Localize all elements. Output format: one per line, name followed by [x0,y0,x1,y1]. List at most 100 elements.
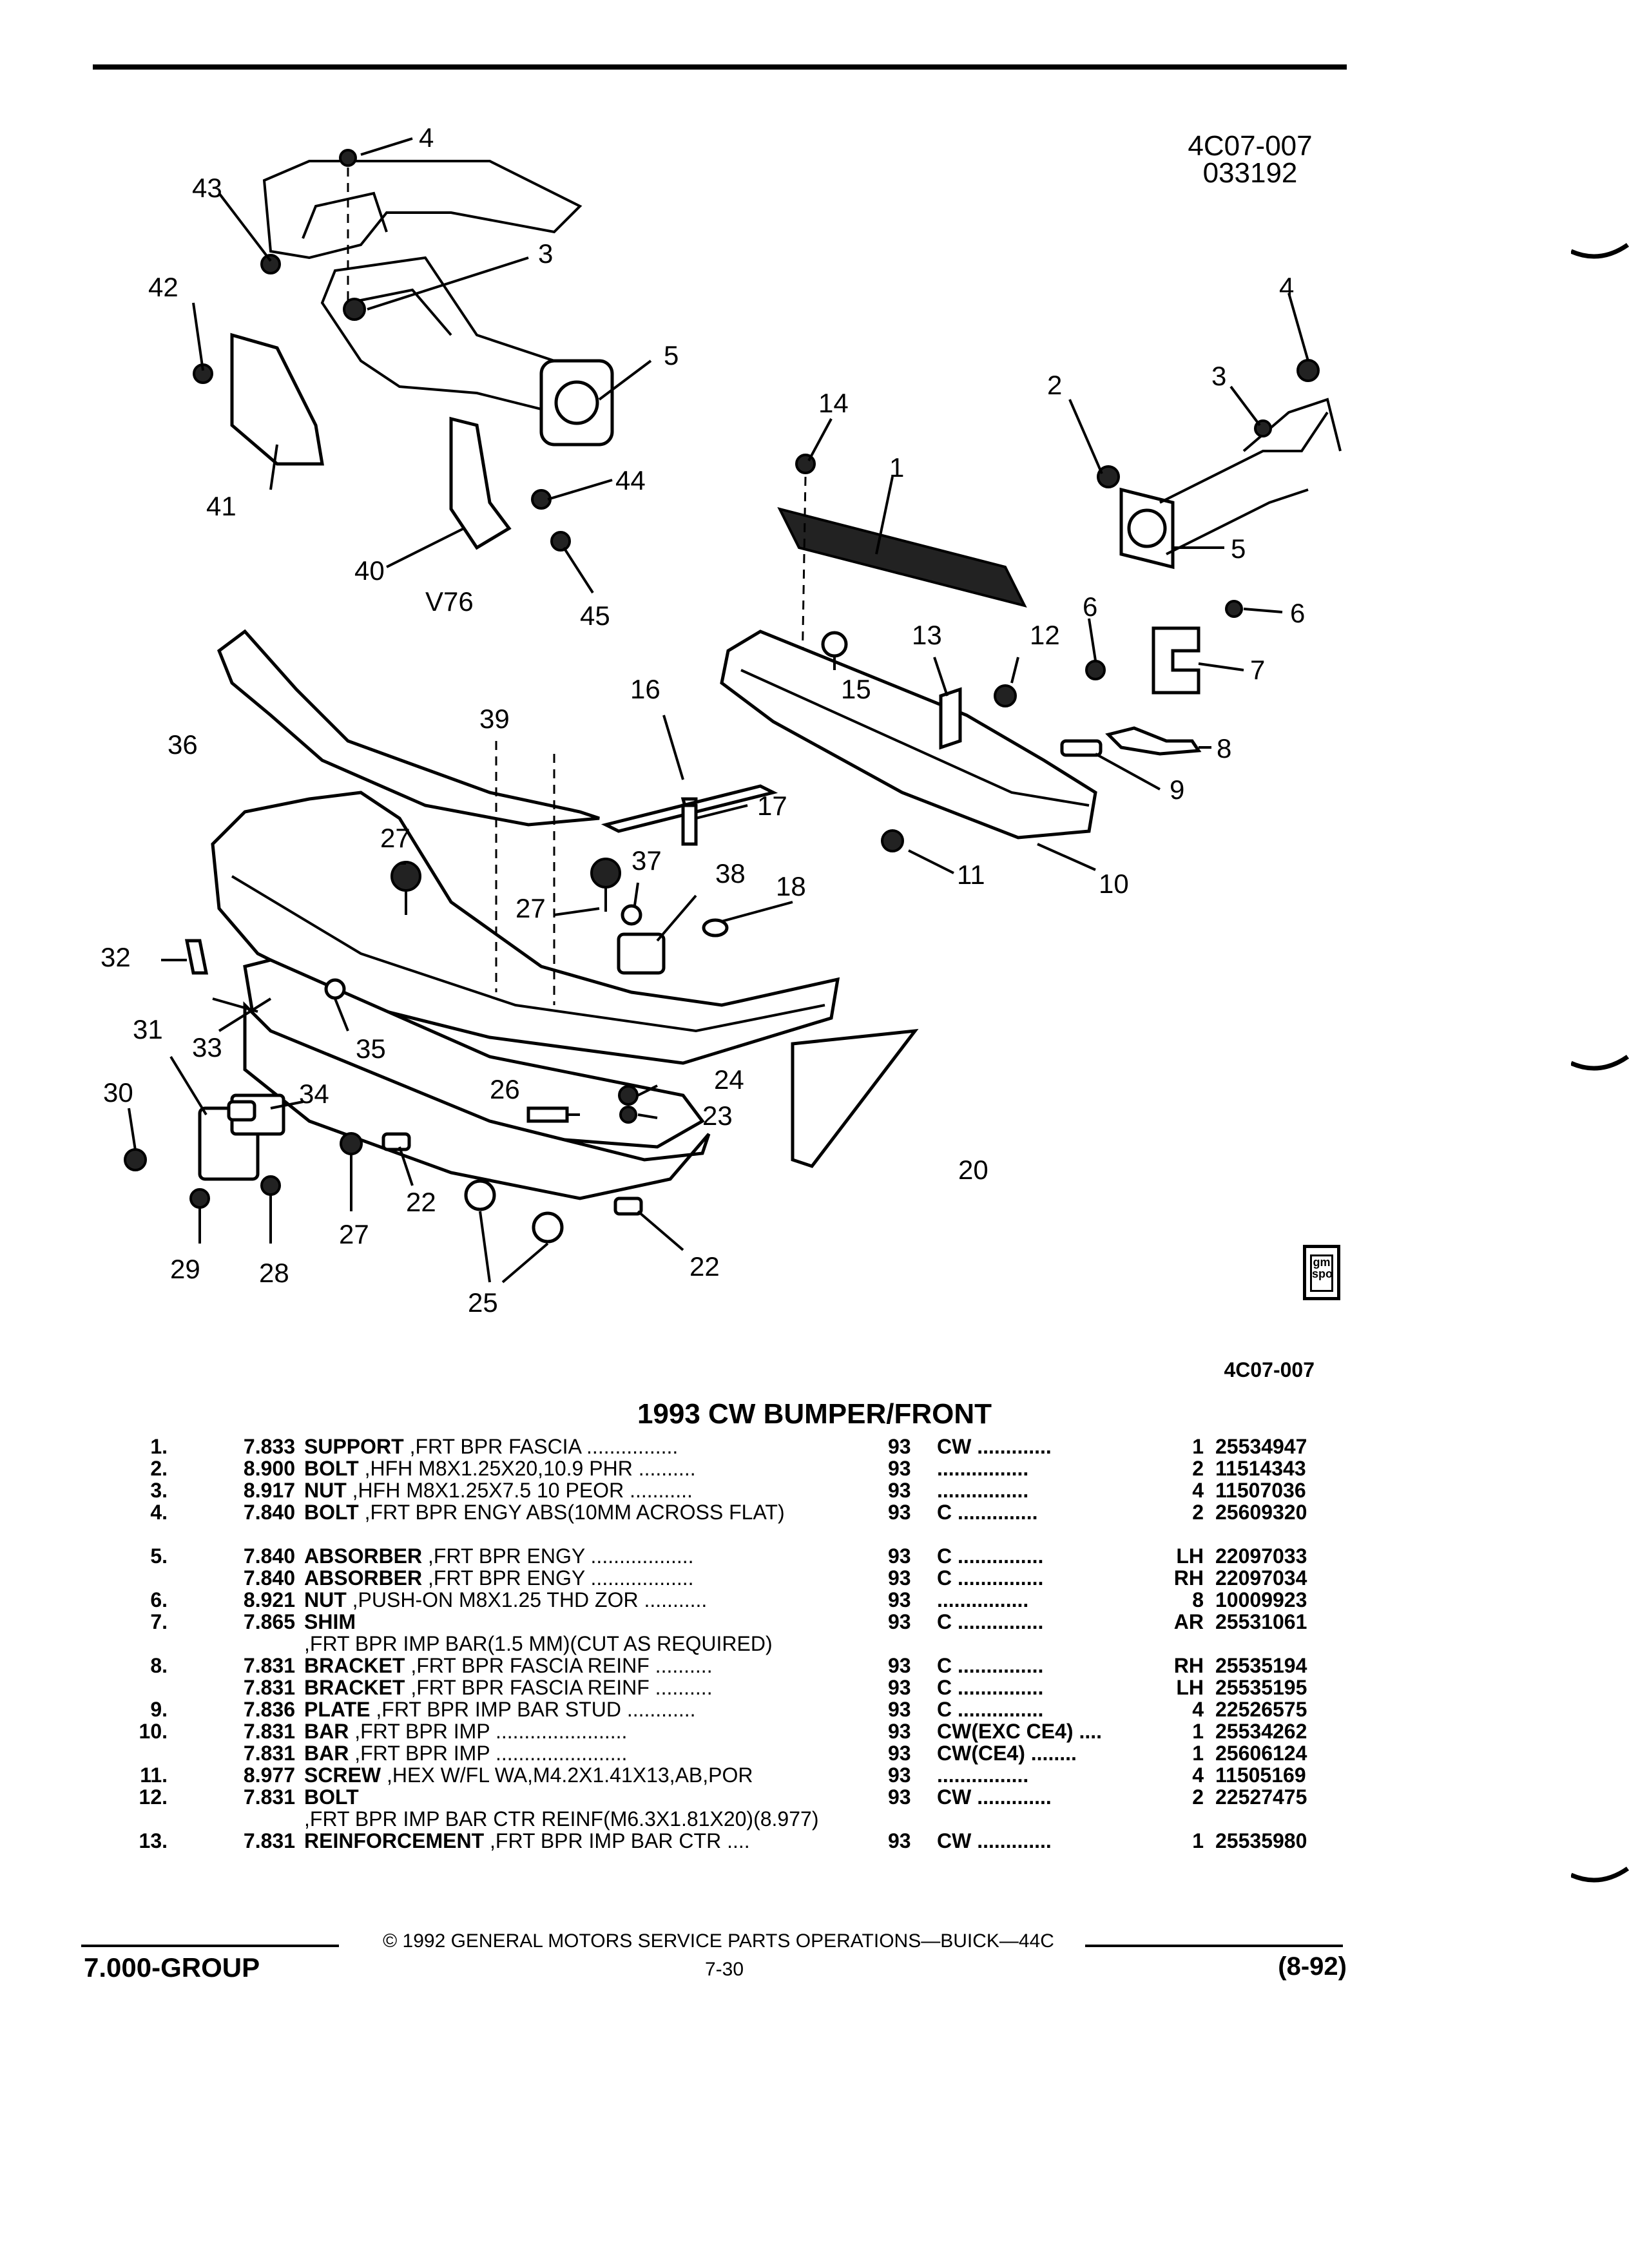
callout: 17 [757,791,787,821]
quantity: 4 [1192,1479,1204,1502]
part-description: BAR ,FRT BPR IMP ....................... [304,1742,628,1765]
callout-labels: 4 43 42 3 5 41 40 44 45 V76 14 1 2 3 4 5… [101,122,1305,1318]
model-year: 93 [888,1829,911,1852]
callout: 3 [1211,361,1226,391]
parts-row: 3. 8.917 NUT ,HFH M8X1.25X7.5 10 PEOR ..… [0,1479,1629,1501]
item-number: 7. [150,1610,168,1633]
part-description: REINFORCEMENT ,FRT BPR IMP BAR CTR .... [304,1829,750,1852]
model-code: C .............. [937,1501,1038,1524]
callout: V76 [425,586,474,617]
part-description: ABSORBER ,FRT BPR ENGY .................… [304,1566,694,1590]
callout: 27 [339,1219,369,1249]
callout: 35 [356,1033,386,1064]
callout: 5 [664,340,679,370]
parts-row: 2. 8.900 BOLT ,HFH M8X1.25X20,10.9 PHR .… [0,1457,1629,1479]
item-number: 13. [139,1829,168,1852]
model-year: 93 [888,1610,911,1633]
callout: 1 [889,452,904,483]
callout: 2 [1047,370,1062,400]
fascia-support [777,454,1027,671]
exploded-parts-diagram: 4 43 42 3 5 41 40 44 45 V76 14 1 2 3 4 5… [101,122,1342,1318]
part-number: 11505169 [1215,1763,1306,1787]
model-code: ................ [937,1479,1029,1502]
revision-date: (8-92) [1278,1952,1347,1981]
callout: 4 [419,122,434,153]
model-year: 93 [888,1720,911,1743]
item-number: 11. [140,1763,168,1787]
parts-row: 4. 7.840 BOLT ,FRT BPR ENGY ABS(10MM ACR… [0,1501,1629,1545]
callout: 38 [715,858,746,889]
small-hardware-right [680,600,1243,820]
group-number: 7.840 [243,1501,295,1524]
model-code: C ............... [937,1566,1044,1590]
callout: 7 [1250,655,1265,685]
quantity: LH [1176,1676,1204,1699]
quantity: 4 [1192,1698,1204,1721]
binder-tick-mark [1571,1055,1629,1071]
gm-spo-logo: gm spo [1303,1245,1340,1300]
model-code: C ............... [937,1676,1044,1699]
parts-row: 1. 7.833 SUPPORT ,FRT BPR FASCIA .......… [0,1436,1629,1457]
callout: 25 [468,1287,498,1318]
model-code: CW ............. [937,1785,1052,1809]
model-year: 93 [888,1544,911,1568]
callout: 12 [1030,620,1060,650]
illustration-date: 033192 [1202,157,1298,189]
callout: 33 [192,1032,222,1062]
item-number: 1. [150,1435,168,1458]
callout: 6 [1290,598,1305,628]
quantity: 2 [1192,1501,1204,1524]
part-number: 25606124 [1215,1742,1307,1765]
item-number: 5. [150,1544,168,1568]
callout: 11 [957,860,985,890]
callout: 26 [490,1074,520,1104]
callout: 34 [299,1079,329,1109]
quantity: 1 [1192,1742,1204,1765]
callout: 29 [170,1254,200,1284]
callout: 24 [714,1064,744,1095]
model-year: 93 [888,1698,911,1721]
quantity: 2 [1192,1785,1204,1809]
group-number: 7.831 [243,1676,295,1699]
callout: 27 [516,893,546,923]
callout: 42 [148,272,178,302]
callout: 45 [580,601,610,631]
frame-rail-assembly [193,149,614,552]
quantity: RH [1173,1654,1204,1677]
part-number: 22527475 [1215,1785,1307,1809]
callout: 43 [192,173,222,203]
callout: 18 [776,871,806,901]
group-number: 7.831 [243,1742,295,1765]
item-number: 12. [139,1785,168,1809]
callout: 36 [168,729,198,760]
part-number: 22526575 [1215,1698,1307,1721]
part-number: 25534947 [1215,1435,1307,1458]
group-number: 8.921 [243,1588,295,1611]
part-description: BOLT ,HFH M8X1.25X20,10.9 PHR .......... [304,1457,696,1480]
group-number: 7.840 [243,1566,295,1590]
model-year: 93 [888,1785,911,1809]
model-year: 93 [888,1763,911,1787]
group-number: 7.831 [243,1785,295,1809]
illustration-code: 4C07-007 [1188,130,1313,162]
group-number: 7.865 [243,1610,295,1633]
part-number: 11514343 [1215,1457,1306,1480]
quantity: 1 [1192,1829,1204,1852]
section-title: 1993 CW BUMPER/FRONT [637,1398,992,1430]
model-code: CW(EXC CE4) .... [937,1720,1103,1743]
callout: 39 [479,704,510,734]
callout: 9 [1170,774,1184,805]
parts-row: 5. 7.840 ABSORBER ,FRT BPR ENGY ........… [0,1545,1629,1567]
part-number: 25535195 [1215,1676,1307,1699]
callout: 14 [818,388,849,418]
quantity: 8 [1192,1588,1204,1611]
part-description: BRACKET ,FRT BPR FASCIA REINF .......... [304,1654,713,1677]
quantity: LH [1176,1544,1204,1568]
model-code: CW(CE4) ........ [937,1742,1077,1765]
callout: 37 [631,845,662,876]
model-year: 93 [888,1588,911,1611]
part-number: 25535194 [1215,1654,1307,1677]
footer-rule-right [1085,1945,1343,1947]
group-number: 7.831 [243,1654,295,1677]
group-number: 7.831 [243,1829,295,1852]
